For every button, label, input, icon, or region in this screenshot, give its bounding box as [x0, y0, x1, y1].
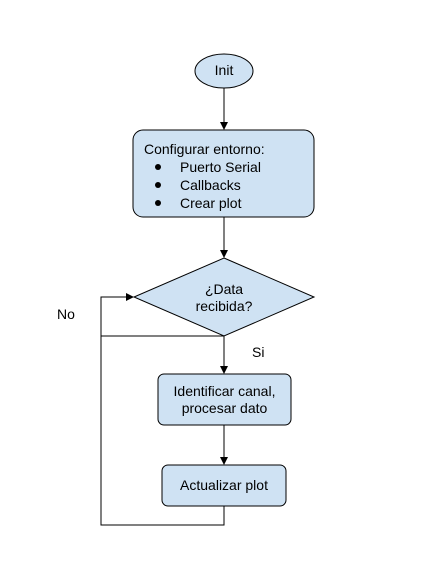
list-item-label: Callbacks [180, 177, 241, 193]
start-label: Init [214, 62, 234, 78]
decision-label-line-1: ¿Data [204, 281, 244, 297]
bullet-icon [155, 200, 161, 206]
decision-label: ¿Data recibida? [174, 281, 274, 315]
process-label: Identificar canal, procesar dato [158, 383, 291, 417]
edge-label-no: No [57, 306, 75, 322]
list-item: Crear plot [144, 194, 314, 212]
list-item-label: Puerto Serial [180, 159, 261, 175]
configure-text: Configurar entorno: Puerto Serial Callba… [144, 141, 314, 212]
update-label: Actualizar plot [180, 477, 268, 493]
bullet-icon [155, 182, 161, 188]
edge-label-yes: Si [252, 344, 265, 360]
process-label-line-1: Identificar canal, [173, 383, 276, 399]
bullet-icon [155, 164, 161, 170]
configure-bullet-list: Puerto Serial Callbacks Crear plot [144, 158, 314, 212]
list-item: Callbacks [144, 176, 314, 194]
edge-update-loop-back [100, 293, 225, 526]
list-item: Puerto Serial [144, 158, 314, 176]
decision-label-line-2: recibida? [195, 298, 253, 314]
configure-title: Configurar entorno: [144, 141, 265, 157]
process-label-line-2: procesar dato [181, 400, 268, 416]
list-item-label: Crear plot [180, 195, 242, 211]
